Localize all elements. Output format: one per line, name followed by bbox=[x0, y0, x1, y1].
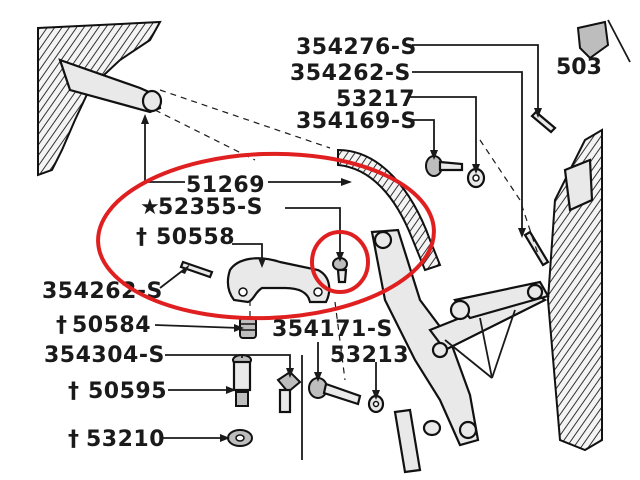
highlight-circles bbox=[96, 151, 436, 321]
part-354304-fastener bbox=[276, 370, 302, 414]
label-50584: 50584 bbox=[72, 313, 151, 338]
label-50558-mark: † bbox=[136, 225, 148, 250]
label-52355-s: 52355-S bbox=[158, 195, 263, 220]
top-left-panel bbox=[37, 20, 163, 177]
label-50558: 50558 bbox=[156, 225, 235, 250]
part-354171-bolt bbox=[308, 377, 362, 406]
label-53210: 53210 bbox=[86, 427, 165, 452]
part-50595-bolt bbox=[232, 354, 252, 407]
label-53210-mark: † bbox=[68, 427, 80, 452]
part-52355-screw bbox=[332, 257, 348, 284]
label-52355-s-mark: ★ bbox=[140, 195, 160, 220]
label-354262-s-top: 354262-S bbox=[290, 61, 411, 86]
label-354169-s: 354169-S bbox=[296, 109, 417, 134]
label-53213: 53213 bbox=[330, 343, 409, 368]
label-354171-s: 354171-S bbox=[272, 317, 393, 342]
label-50595-mark: † bbox=[68, 379, 80, 404]
assembly-dashed-lines bbox=[154, 89, 541, 381]
label-50595: 50595 bbox=[88, 379, 167, 404]
label-354276-s: 354276-S bbox=[296, 35, 417, 60]
part-50558-bracket bbox=[226, 257, 331, 304]
highlight-ellipse-large bbox=[96, 151, 436, 321]
label-53217: 53217 bbox=[336, 87, 415, 112]
highlight-circle-small bbox=[310, 230, 370, 294]
top-right-fragment bbox=[576, 19, 631, 63]
right-frame bbox=[546, 128, 603, 452]
label-51269: 51269 bbox=[186, 173, 265, 198]
label-50584-mark: † bbox=[56, 313, 68, 338]
label-354304-s: 354304-S bbox=[44, 343, 165, 368]
part-53210-washer bbox=[227, 429, 253, 447]
part-labels: 354276-S 354262-S 53217 354169-S 51269 ★… bbox=[42, 35, 602, 452]
part-354169-screw bbox=[425, 155, 464, 177]
leader-lines bbox=[141, 44, 542, 460]
part-51269-arm bbox=[337, 148, 442, 272]
label-354262-s-left: 354262-S bbox=[42, 279, 163, 304]
part-354276-pin bbox=[530, 110, 557, 134]
label-503-partial: 503 bbox=[556, 55, 602, 80]
